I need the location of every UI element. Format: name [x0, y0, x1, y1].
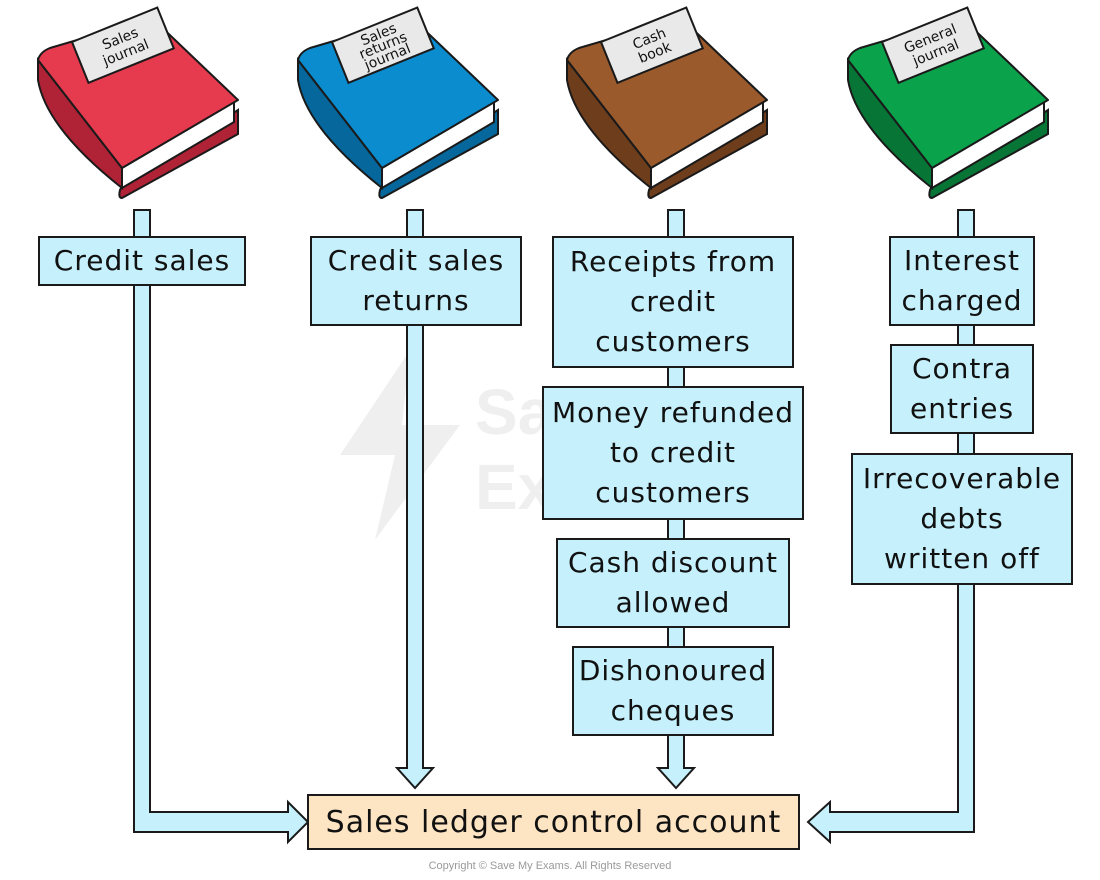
copyright-text: Copyright © Save My Exams. All Rights Re…	[428, 860, 672, 872]
item-contra-entries: Contra entries	[890, 344, 1034, 434]
sales-ledger-control-account: Sales ledger control account	[307, 794, 800, 850]
item-credit-sales-returns: Credit sales returns	[310, 236, 522, 326]
item-dishonoured-cheques: Dishonoured cheques	[572, 646, 774, 736]
item-interest-charged: Interest charged	[889, 236, 1035, 326]
item-money-refunded: Money refunded to credit customers	[542, 386, 804, 520]
item-irrecoverable-debts: Irrecoverable debts written off	[851, 453, 1073, 585]
item-cash-discount-allowed: Cash discount allowed	[556, 538, 790, 628]
arrow-credit-sales	[133, 209, 310, 845]
item-credit-sales: Credit sales	[38, 236, 246, 286]
item-receipts-from-credit-customers: Receipts from credit customers	[552, 236, 794, 368]
